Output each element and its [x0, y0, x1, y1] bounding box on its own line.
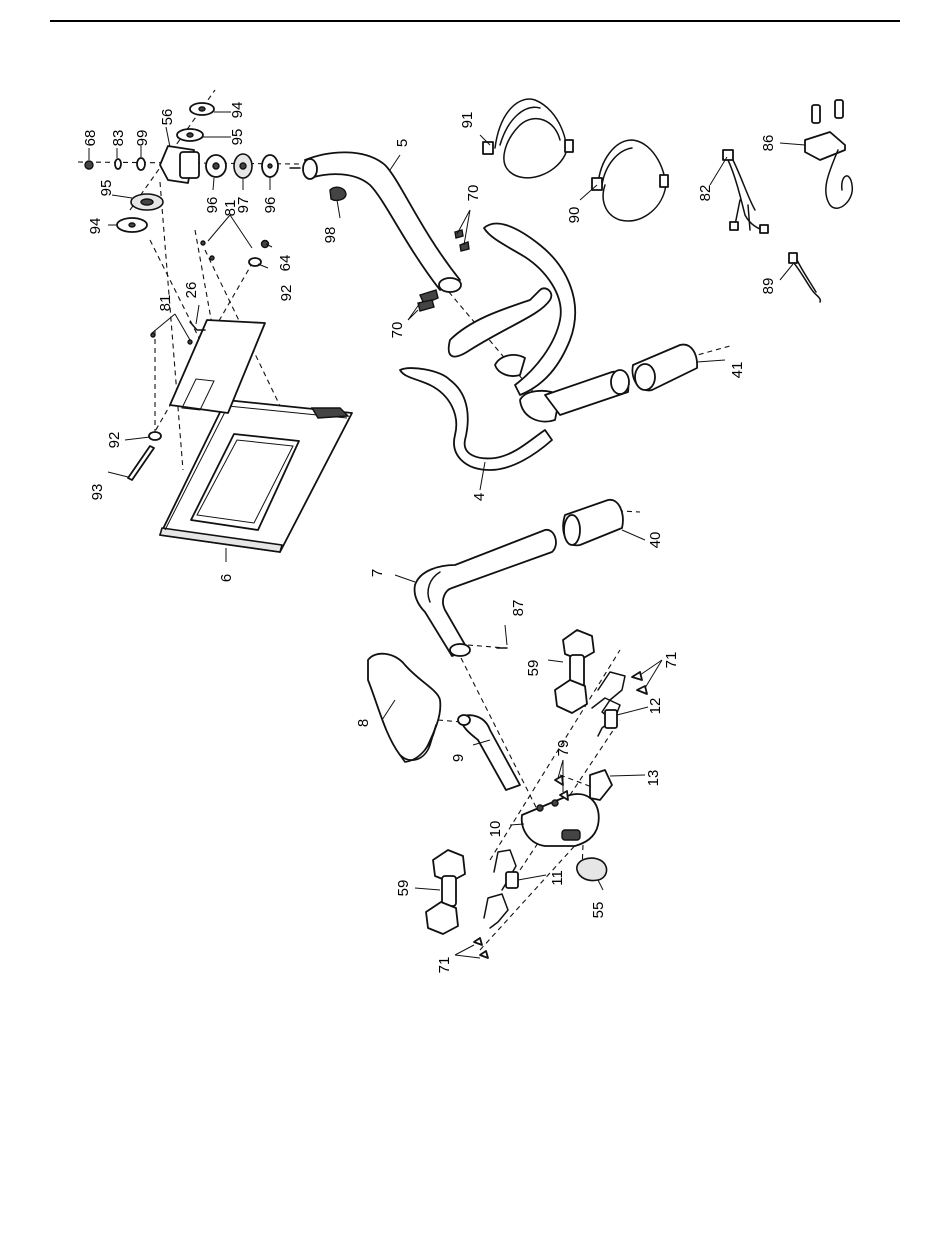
callout-59: 59: [395, 880, 412, 897]
callout-71: 71: [663, 652, 680, 669]
callout-94: 94: [87, 218, 104, 235]
callout-93: 93: [89, 484, 106, 501]
callout-59: 59: [525, 660, 542, 677]
callout-11: 11: [549, 870, 566, 886]
callout-92: 92: [106, 432, 123, 449]
callout-82: 82: [697, 185, 714, 202]
callout-95: 95: [229, 129, 246, 146]
callout-86: 86: [760, 135, 777, 152]
power-cord-part-89: [789, 253, 820, 302]
knob-part-13: [590, 770, 612, 800]
callout-81: 81: [222, 200, 239, 217]
callout-96: 96: [262, 197, 279, 214]
callout-91: 91: [459, 112, 476, 129]
callout-89: 89: [760, 278, 777, 295]
stabilizer-cover-part-41: [632, 345, 697, 391]
callout-90: 90: [566, 207, 583, 224]
callout-81: 81: [157, 295, 174, 312]
callout-98: 98: [322, 227, 339, 244]
holder-part-11: [484, 850, 518, 928]
callout-70: 70: [389, 322, 406, 339]
callout-96: 96: [204, 197, 221, 214]
console-part-6: [160, 400, 352, 552]
bumper-part-55: [577, 858, 607, 880]
callout-92: 92: [278, 285, 295, 302]
back-cover-part-26: [170, 320, 265, 413]
callout-99: 99: [134, 130, 151, 147]
seat-carriage-part-10: [522, 794, 599, 846]
callout-13: 13: [645, 770, 662, 787]
callout-94: 94: [229, 102, 246, 119]
callout-64: 64: [277, 255, 294, 272]
callout-83: 83: [110, 130, 127, 147]
callout-26: 26: [183, 282, 200, 299]
callout-87: 87: [510, 600, 527, 617]
callout-40: 40: [647, 532, 664, 549]
callout-6: 6: [218, 574, 235, 582]
callout-7: 7: [369, 569, 386, 577]
callout-10: 10: [487, 821, 504, 838]
dumbbell-lower-part-59: [426, 850, 465, 934]
callout-8: 8: [355, 719, 372, 727]
seat-part-8: [368, 654, 440, 762]
cable-part-90: [592, 140, 668, 221]
callout-70: 70: [465, 185, 482, 202]
callout-55: 55: [590, 902, 607, 919]
adapter-part-86: [805, 100, 852, 208]
callout-79: 79: [555, 740, 572, 757]
callout-56: 56: [159, 109, 176, 126]
holder-part-12: [592, 672, 625, 736]
rear-frame-part-7: [415, 530, 556, 656]
wire-harness-part-82: [723, 150, 768, 233]
callout-68: 68: [82, 130, 99, 147]
callout-9: 9: [450, 754, 467, 762]
callout-4: 4: [471, 493, 488, 501]
seat-post-part-9: [458, 715, 520, 790]
upright-part-5: [290, 152, 469, 311]
cable-part-91: [483, 99, 573, 178]
stabilizer-cover-part-40: [563, 500, 623, 545]
dumbbell-upper-part-59: [555, 630, 594, 713]
callout-41: 41: [729, 362, 746, 379]
callout-95: 95: [98, 180, 115, 197]
callout-12: 12: [647, 698, 664, 715]
callout-71: 71: [436, 957, 453, 974]
callout-5: 5: [394, 139, 411, 147]
